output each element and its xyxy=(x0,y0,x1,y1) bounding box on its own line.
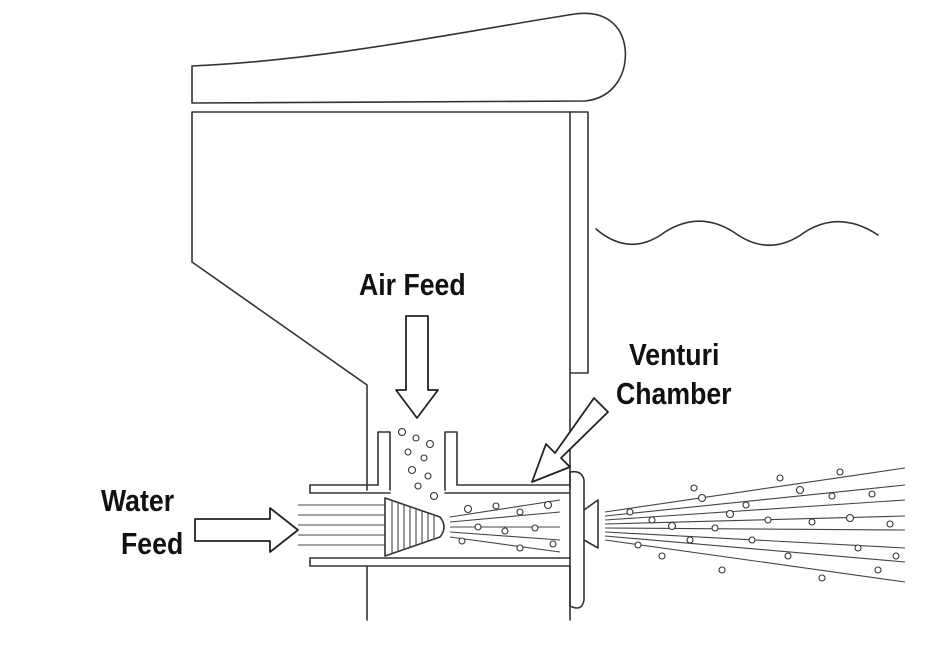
injector-cone xyxy=(384,497,445,557)
venturi-pipe-bottom xyxy=(309,557,571,567)
venturi-chamber-arrow xyxy=(531,397,609,483)
spray-bubbles xyxy=(626,468,900,582)
water-feed-arrow xyxy=(194,507,299,553)
venturi-pipe-top xyxy=(309,484,571,494)
side-strip xyxy=(569,111,589,374)
spray-lines xyxy=(604,467,906,583)
chamber-flow-lines xyxy=(449,499,561,553)
top-plate xyxy=(191,12,627,104)
water-feed-label-line2: Feed xyxy=(121,526,184,561)
water-surface xyxy=(595,220,879,247)
air-feed-arrow xyxy=(395,315,439,419)
air-inlet-tube xyxy=(377,431,458,491)
end-flange xyxy=(569,470,585,609)
venturi-label-line2: Chamber xyxy=(616,376,732,411)
chamber-bubbles xyxy=(458,500,557,552)
air-bubbles xyxy=(397,427,439,501)
air-feed-label: Air Feed xyxy=(359,267,466,302)
water-feed-label-line1: Water xyxy=(101,483,175,518)
nozzle xyxy=(583,499,599,549)
venturi-label-line1: Venturi xyxy=(629,337,720,372)
cone-hatching xyxy=(391,500,435,554)
water-stream-lines xyxy=(298,504,385,546)
